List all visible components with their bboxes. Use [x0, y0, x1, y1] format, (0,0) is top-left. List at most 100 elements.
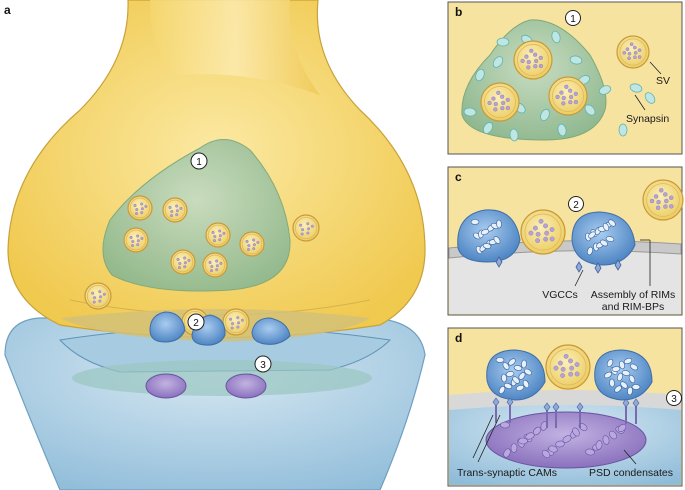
neurotransmitter-dot [568, 371, 574, 377]
cam-head [552, 402, 560, 412]
neurotransmitter-dot [179, 206, 183, 210]
neurotransmitter-dot [169, 214, 173, 218]
synaptic-vesicle [616, 35, 650, 69]
neurotransmitter-dot [215, 268, 219, 272]
neurotransmitter-dot [568, 358, 573, 364]
neurotransmitter-dot [210, 265, 214, 269]
neurotransmitter-dot [140, 236, 144, 240]
rim-molecule [621, 370, 631, 376]
vesicle-inner-ring [125, 229, 147, 251]
psd-molecule [510, 443, 518, 453]
synaptic-vesicle [548, 76, 588, 116]
psd-molecule [595, 440, 603, 450]
rim-molecule [515, 384, 525, 392]
cams-leader-2 [477, 414, 501, 463]
vesicle-inner-ring [204, 254, 226, 276]
neurotransmitter-dot [131, 240, 135, 244]
neurotransmitter-dot [136, 243, 140, 247]
neurotransmitter-dot [236, 325, 240, 329]
vesicle-inner-ring [224, 310, 248, 334]
sv-leader [649, 61, 662, 75]
assembly-label-line1: Assembly of RIMs [591, 289, 676, 301]
rim-molecule [600, 239, 608, 247]
cam-head [492, 397, 500, 407]
neurotransmitter-dot [569, 365, 575, 371]
neurotransmitter-dot [135, 208, 139, 212]
neurotransmitter-dot [310, 224, 314, 228]
synaptic-vesicle [127, 195, 153, 221]
rim-molecule [508, 358, 516, 366]
neurotransmitter-dot [99, 295, 103, 299]
neurotransmitter-dot [212, 239, 216, 243]
neurotransmitter-dot [252, 238, 256, 242]
neurotransmitter-dot [533, 52, 538, 57]
neurotransmitter-dot [520, 58, 525, 64]
psd-molecule [548, 445, 558, 453]
vesicle-cluster [480, 35, 650, 122]
neurotransmitter-dot [307, 227, 311, 231]
neurotransmitter-dot [655, 205, 661, 210]
neurotransmitter-dot [93, 296, 97, 300]
rim-molecule [609, 378, 615, 388]
neurotransmitter-dot [170, 210, 174, 214]
rim-molecule [518, 372, 526, 380]
panel-d-letter: d [455, 331, 462, 345]
vesicle-membrane [545, 344, 591, 390]
marker-3: 3 [666, 390, 682, 406]
neurotransmitter-dot [183, 261, 187, 265]
neurotransmitter-dot [487, 100, 492, 106]
synapsin-molecule [644, 92, 656, 104]
neurotransmitter-dot [493, 101, 498, 107]
vesicle-membrane [202, 252, 228, 278]
vgcc-channel [614, 259, 622, 271]
vesicle-inner-ring [241, 233, 263, 255]
neurotransmitter-dot [246, 248, 250, 252]
neurotransmitter-dot [299, 223, 303, 227]
neurotransmitter-dot [129, 235, 133, 239]
neurotransmitter-dot [178, 262, 182, 266]
neurotransmitter-dot [176, 257, 180, 261]
vesicle-inner-ring [524, 213, 562, 251]
vesicle-membrane [239, 231, 265, 257]
neurotransmitter-dot [663, 192, 668, 197]
marker-1-text: 1 [196, 157, 202, 168]
synaptic-vesicle [545, 344, 591, 390]
neurotransmitter-dot [549, 236, 555, 242]
neurotransmitter-dot [538, 218, 544, 224]
psd-condensate [145, 373, 187, 399]
psd-molecule [602, 435, 610, 445]
rim-molecule [608, 219, 616, 227]
neurotransmitter-dot [245, 239, 249, 243]
neurotransmitter-dot [208, 260, 212, 264]
neurotransmitter-dot [561, 95, 566, 101]
synapsin-molecule [618, 123, 628, 137]
psd-molecule [555, 440, 565, 448]
synaptic-vesicle [84, 282, 112, 310]
rim-molecule [631, 384, 641, 390]
synapsin-molecule [509, 128, 519, 142]
rim-molecule [496, 219, 502, 229]
neurotransmitter-dot [218, 229, 222, 233]
neurotransmitter-dot [229, 317, 233, 321]
neurotransmitter-dot [526, 65, 531, 70]
psd-label: PSD condensates [589, 467, 673, 479]
rim-molecule [620, 381, 628, 389]
synaptic-vesicle [162, 197, 188, 223]
synaptic-vesicle [520, 209, 566, 255]
vesicle-inner-ring [164, 199, 186, 221]
cam-head [506, 397, 514, 407]
neurotransmitter-dot [538, 63, 543, 69]
neurotransmitter-dot [92, 300, 96, 304]
psd-molecules [500, 421, 627, 459]
sv-condensate [102, 139, 291, 292]
neurotransmitter-dot [130, 244, 134, 248]
sv-label: SV [656, 75, 670, 87]
neurotransmitter-dot [493, 107, 498, 112]
neurotransmitter-dot [500, 94, 505, 99]
vesicle-inner-ring [129, 197, 151, 219]
rim-molecule [495, 357, 505, 363]
rim-molecule [493, 236, 501, 244]
synapsin-molecule [482, 122, 494, 134]
neurotransmitter-dot [574, 371, 580, 377]
rim-molecule [588, 231, 596, 239]
